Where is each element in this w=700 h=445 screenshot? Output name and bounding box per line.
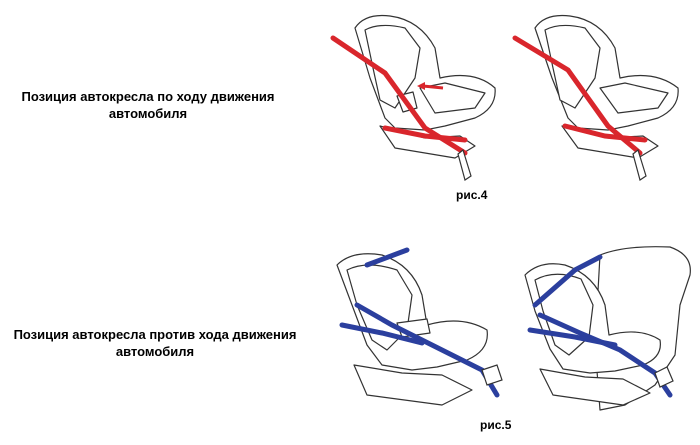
buckle-icon xyxy=(632,148,647,181)
buckle-icon xyxy=(457,148,472,181)
direction-arrow-head xyxy=(417,82,425,90)
rear-seat-illustration-left xyxy=(336,247,503,406)
red-belt-path xyxy=(512,35,648,156)
rear-seat-illustration-right xyxy=(524,246,691,411)
rear-caption-line1: Позиция автокресла против хода движения xyxy=(13,327,297,342)
figure-label-4: рис.4 xyxy=(456,188,488,202)
seat-base xyxy=(353,364,473,406)
rear-caption-line2: автомобиля xyxy=(115,344,195,359)
forward-seat-illustration-left xyxy=(330,14,496,181)
seat-back xyxy=(544,24,601,109)
forward-seat-illustration-right xyxy=(512,14,679,181)
direction-arrow xyxy=(422,84,444,90)
figure-label-5: рис.5 xyxy=(480,418,512,432)
rear-facing-caption: Позиция автокресла против хода движения … xyxy=(0,326,310,360)
seat-back xyxy=(364,24,421,109)
seat-base xyxy=(539,368,651,406)
seat-cushion xyxy=(599,82,669,114)
buckle-icon xyxy=(654,366,674,388)
red-belt-path xyxy=(330,35,468,156)
forward-caption-line1: Позиция автокресла по ходу движения xyxy=(21,89,275,104)
buckle-icon xyxy=(481,364,503,386)
forward-facing-caption: Позиция автокресла по ходу движения авто… xyxy=(8,88,288,122)
forward-caption-line2: автомобиля xyxy=(108,106,188,121)
seat-cushion xyxy=(419,82,486,114)
